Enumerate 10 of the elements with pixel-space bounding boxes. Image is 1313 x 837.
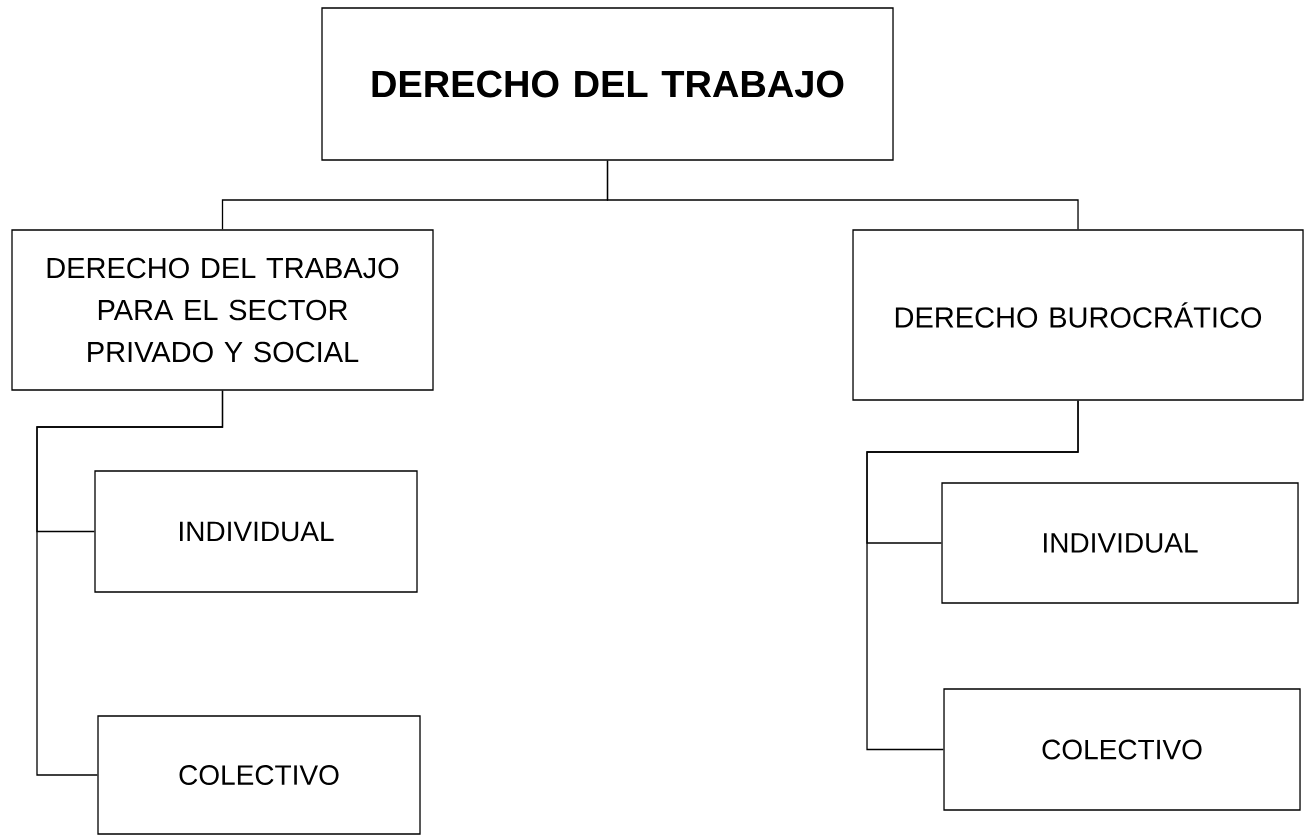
connector-line (866, 400, 1079, 751)
title-box: DERECHO DEL TRABAJO (321, 7, 894, 161)
connector-line (36, 390, 224, 776)
category-box: DERECHO DEL TRABAJO PARA EL SECTOR PRIVADO Y SOCIAL (11, 229, 434, 391)
connector-line (606, 160, 1079, 230)
subcategory-box: COLECTIVO (943, 688, 1301, 811)
subcategory-box: INDIVIDUAL (94, 470, 418, 593)
category-box: DERECHO BUROCRÁTICO (852, 229, 1304, 401)
subcategory-box: INDIVIDUAL (941, 482, 1299, 604)
subcategory-box: COLECTIVO (97, 715, 421, 835)
